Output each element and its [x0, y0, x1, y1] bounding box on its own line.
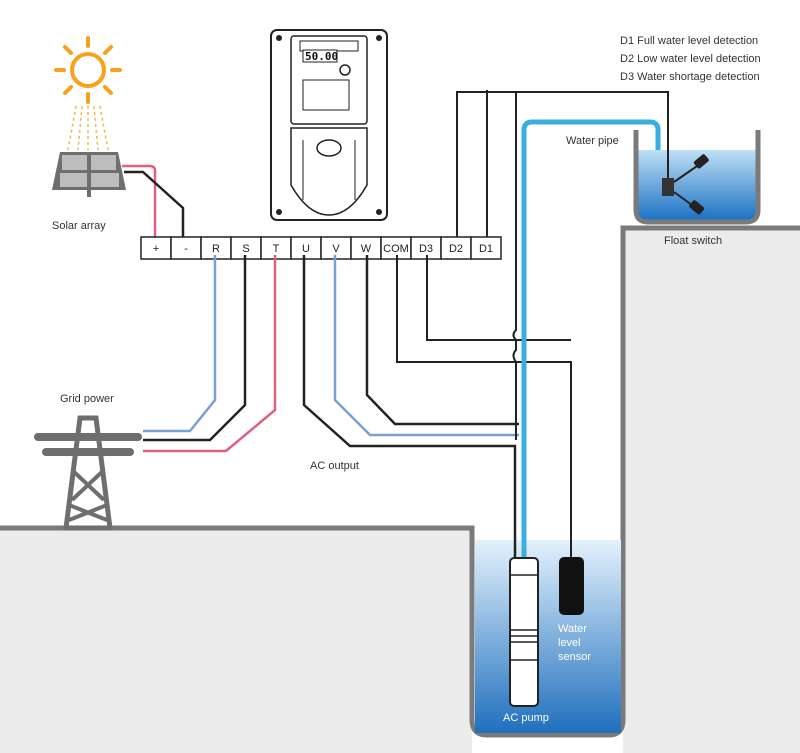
solar-wire-red	[122, 164, 157, 238]
grid-wire-S-black	[143, 255, 247, 442]
terminal-label: S	[242, 243, 249, 255]
terminal-label: COM	[383, 243, 409, 255]
water-level-sensor-icon	[559, 557, 584, 615]
well-water	[475, 540, 621, 733]
d3-wire	[426, 255, 571, 341]
terminal-label: W	[361, 243, 372, 255]
float-switch-label: Float switch	[664, 235, 722, 247]
grid-wire-T-red	[143, 255, 277, 453]
terminal-u: U	[290, 236, 322, 260]
inverter-device	[270, 29, 388, 221]
ac-wire-U-black	[302, 255, 517, 560]
ac-pump-label: AC pump	[503, 712, 549, 724]
terminal-label: +	[153, 243, 159, 255]
terminal-label: V	[332, 243, 340, 255]
grid-power-label: Grid power	[60, 393, 114, 405]
solar-wire-black	[124, 170, 185, 238]
terminal-d2: D2	[440, 236, 472, 260]
solar-panel-icon	[52, 152, 126, 197]
water-level-sensor-label-3: sensor	[558, 651, 591, 663]
terminal-plus: +	[140, 236, 172, 260]
terminal-label: R	[212, 243, 220, 255]
water-level-sensor-label-1: Water	[558, 623, 587, 635]
terminal-strip: + - R S T U V W COM D3 D2 D1	[140, 236, 502, 260]
ac-output-label: AC output	[310, 460, 359, 472]
legend-d1: D1 Full water level detection	[620, 35, 758, 47]
com-wire	[396, 255, 572, 560]
ac-wire-V-blue	[333, 255, 519, 437]
grid-wire-R-blue	[143, 255, 217, 433]
solar-array-label: Solar array	[52, 220, 106, 232]
legend-d3: D3 Water shortage detection	[620, 71, 760, 83]
terminal-d3: D3	[410, 236, 442, 260]
tank-wall	[633, 130, 761, 225]
d2-wire	[456, 91, 669, 237]
water-pipe	[521, 119, 661, 560]
float-switch	[662, 130, 709, 215]
terminal-minus: -	[170, 236, 202, 260]
water-level-sensor-label-2: level	[558, 637, 581, 649]
terminal-label: D3	[419, 243, 433, 255]
terminal-label: -	[184, 243, 188, 255]
ac-pump-icon	[509, 557, 539, 707]
terminal-label: D1	[479, 243, 493, 255]
terminal-label: D2	[449, 243, 463, 255]
inverter-display: 50.00	[305, 50, 338, 63]
d1-wire-down	[512, 92, 517, 440]
ground-left	[0, 528, 472, 753]
ac-wire-W-black	[365, 255, 519, 426]
ground-right	[623, 228, 800, 753]
sun-rays-dashed	[67, 105, 109, 151]
terminal-label: T	[273, 243, 280, 255]
terminal-label: U	[302, 243, 310, 255]
sun-icon	[54, 36, 122, 104]
legend-d2: D2 Low water level detection	[620, 53, 761, 65]
power-tower-icon	[34, 415, 142, 531]
ground-edge	[0, 225, 800, 738]
water-pipe-label: Water pipe	[566, 135, 619, 147]
terminal-d1: D1	[470, 236, 502, 260]
